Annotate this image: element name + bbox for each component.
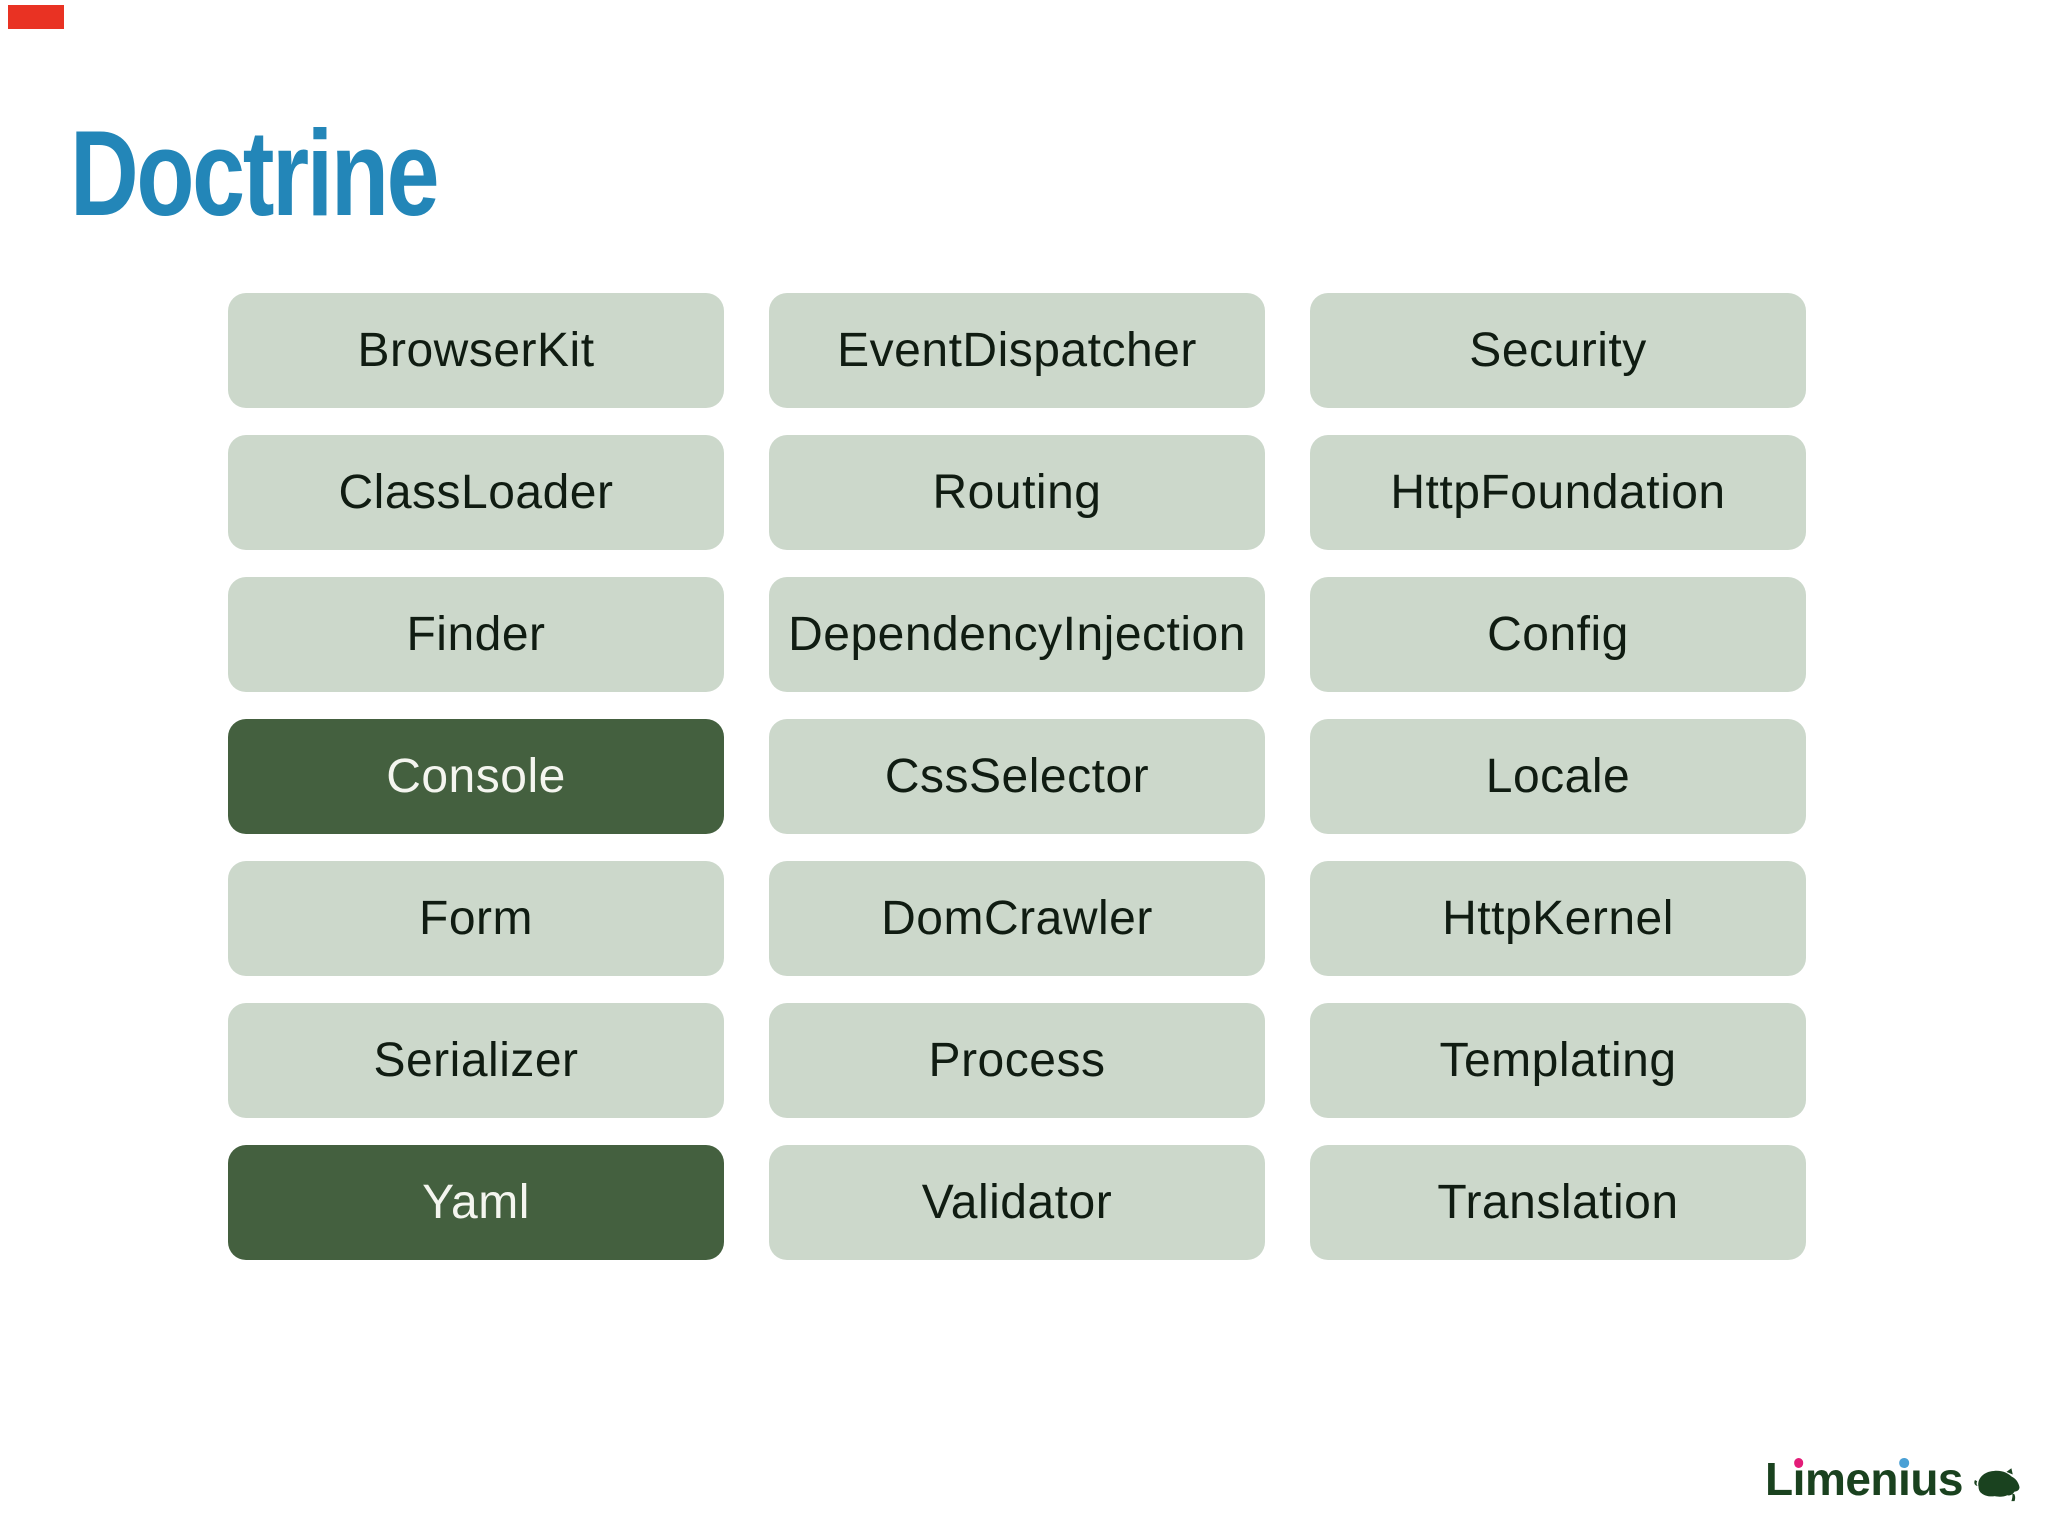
- component-label: Process: [928, 1034, 1106, 1087]
- component-label: Serializer: [373, 1034, 579, 1087]
- component-box-security: Security: [1310, 293, 1806, 408]
- logo-seg: men: [1804, 1453, 1899, 1505]
- component-box-locale: Locale: [1310, 719, 1806, 834]
- boar-icon: [1974, 1468, 2020, 1502]
- logo-seg: L: [1765, 1453, 1793, 1505]
- component-box-console: Console: [228, 719, 724, 834]
- component-box-routing: Routing: [769, 435, 1265, 550]
- component-box-domcrawler: DomCrawler: [769, 861, 1265, 976]
- component-label: ClassLoader: [338, 466, 614, 519]
- component-label: Routing: [932, 466, 1102, 519]
- component-box-translation: Translation: [1310, 1145, 1806, 1260]
- component-label: Console: [386, 750, 566, 803]
- component-box-eventdispatcher: EventDispatcher: [769, 293, 1265, 408]
- component-label: Yaml: [422, 1176, 530, 1229]
- component-box-yaml: Yaml: [228, 1145, 724, 1260]
- component-box-config: Config: [1310, 577, 1806, 692]
- component-box-httpfoundation: HttpFoundation: [1310, 435, 1806, 550]
- component-box-browserkit: BrowserKit: [228, 293, 724, 408]
- component-box-finder: Finder: [228, 577, 724, 692]
- component-label: DependencyInjection: [788, 608, 1246, 661]
- component-label: EventDispatcher: [837, 324, 1197, 377]
- component-label: DomCrawler: [881, 892, 1153, 945]
- component-label: CssSelector: [884, 750, 1150, 803]
- logo-i-pink: ı: [1793, 1456, 1806, 1502]
- component-box-classloader: ClassLoader: [228, 435, 724, 550]
- red-corner-marker: [8, 5, 64, 29]
- component-label: Config: [1487, 608, 1629, 661]
- component-box-cssselector: CssSelector: [769, 719, 1265, 834]
- component-label: Form: [419, 892, 533, 945]
- component-box-dependencyinjection: DependencyInjection: [769, 577, 1265, 692]
- component-label: Locale: [1485, 750, 1631, 803]
- component-label: Translation: [1437, 1176, 1679, 1229]
- component-label: HttpFoundation: [1390, 466, 1726, 519]
- component-box-form: Form: [228, 861, 724, 976]
- component-label: BrowserKit: [357, 324, 595, 377]
- component-box-process: Process: [769, 1003, 1265, 1118]
- component-box-httpkernel: HttpKernel: [1310, 861, 1806, 976]
- pink-dot-icon: [1793, 1458, 1804, 1468]
- component-label: Validator: [921, 1176, 1113, 1229]
- component-box-validator: Validator: [769, 1145, 1265, 1260]
- component-label: HttpKernel: [1442, 892, 1674, 945]
- component-label: Security: [1469, 324, 1647, 377]
- logo-seg: us: [1910, 1453, 1963, 1505]
- component-box-templating: Templating: [1310, 1003, 1806, 1118]
- page-title: Doctrine: [70, 104, 440, 241]
- logo-i-blue: ı: [1898, 1456, 1911, 1502]
- component-box-serializer: Serializer: [228, 1003, 724, 1118]
- component-label: Templating: [1439, 1034, 1677, 1087]
- component-label: Finder: [406, 608, 546, 661]
- blue-dot-icon: [1899, 1458, 1909, 1468]
